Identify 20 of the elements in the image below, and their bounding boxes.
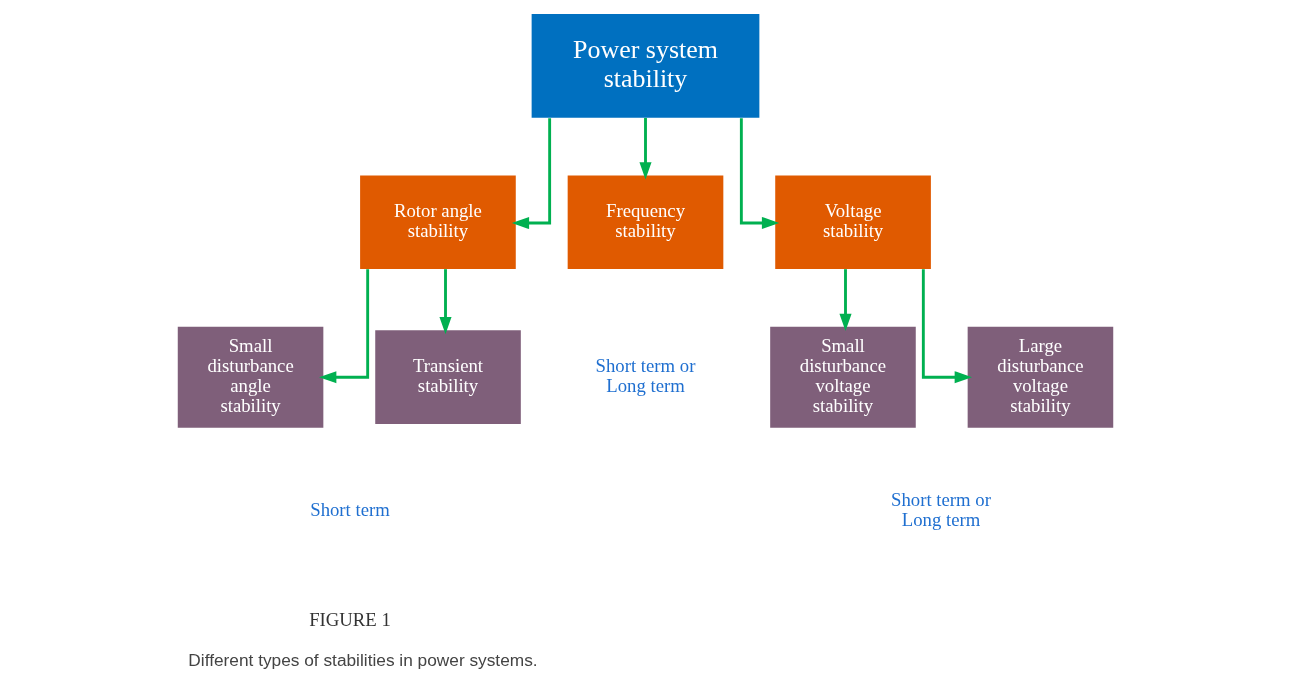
caption: Different types of stabilities in power systems.	[188, 650, 538, 671]
node-box: Voltage stability	[775, 175, 931, 270]
arrow	[439, 269, 452, 335]
node-box: Large disturbance voltage stability	[967, 326, 1114, 428]
label: FIGURE 1	[309, 608, 391, 630]
arrow	[319, 269, 370, 384]
arrow	[639, 117, 652, 180]
node-box: Power system stability	[531, 14, 760, 118]
arrow	[921, 269, 972, 384]
label: Short term	[310, 499, 390, 521]
node-box: Small disturbance angle stability	[177, 326, 324, 428]
node-box: Transient stability	[375, 330, 521, 425]
arrow	[511, 118, 552, 230]
arrow	[739, 118, 780, 230]
label: Short term or Long term	[595, 355, 696, 397]
node-box: Small disturbance voltage stability	[770, 326, 916, 428]
label: Short term or Long term	[891, 489, 991, 531]
node-box: Frequency stability	[567, 175, 724, 270]
arrow	[839, 269, 852, 332]
node-box: Rotor angle stability	[360, 175, 516, 270]
